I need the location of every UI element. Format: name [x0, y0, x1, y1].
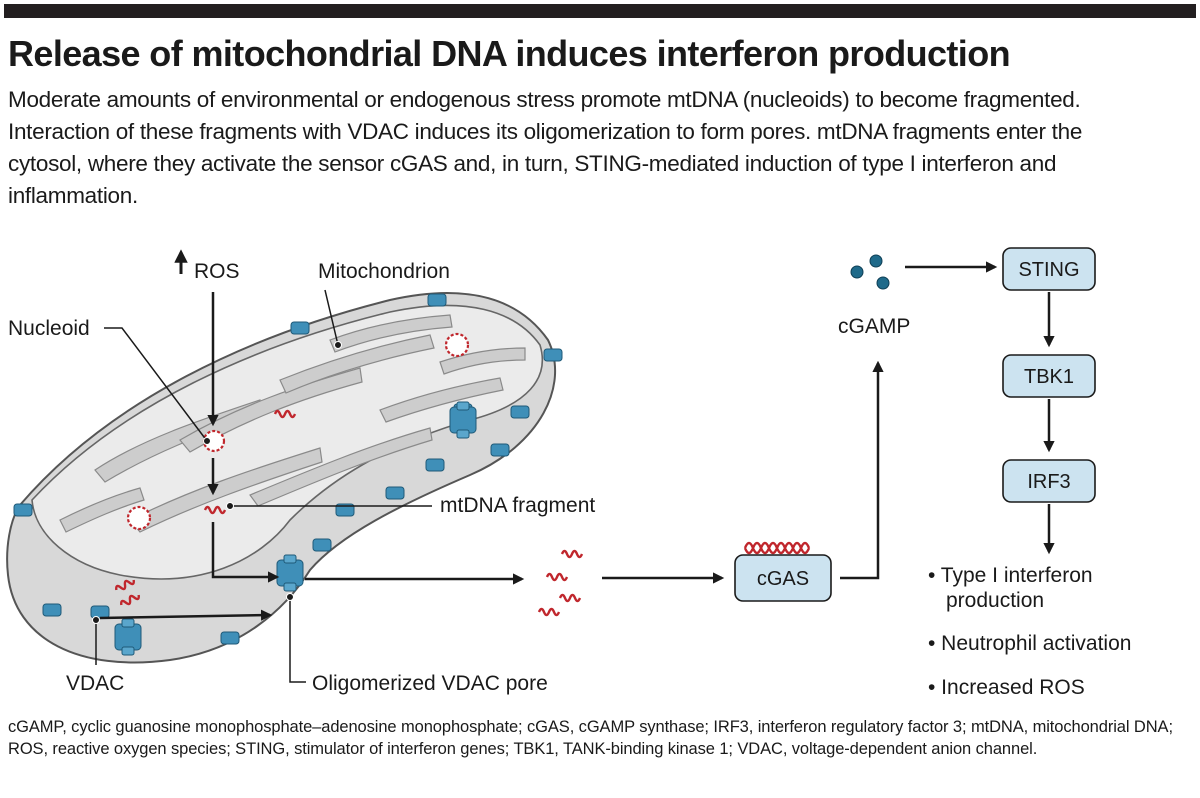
cgas-to-cgamp-arrow [840, 360, 884, 580]
figure-subtitle: Moderate amounts of environmental or end… [8, 87, 1083, 208]
vdac-label: VDAC [66, 672, 124, 695]
mitochondrion-leader [324, 289, 339, 346]
cgamp-label: cGAMP [838, 315, 910, 338]
pathway-label-sting: STING [1018, 259, 1079, 281]
fragment-to-pore-arrow [211, 522, 280, 583]
cgas-bound-dna [743, 541, 811, 555]
pathway-label-irf3: IRF3 [1027, 471, 1070, 493]
pathway-label-tbk1: TBK1 [1024, 366, 1074, 388]
nucleoid-markers [126, 332, 470, 531]
cgamp-molecules [850, 254, 890, 290]
vdac-to-pore-arrow [99, 609, 273, 621]
mtdna-fragment-label: mtDNA fragment [440, 494, 595, 517]
top-rule [4, 4, 1196, 18]
cgas-node: cGAS [734, 541, 832, 602]
figure-title: Release of mitochondrial DNA induces int… [8, 33, 1011, 74]
outcome-increased-ros: • Increased ROS [928, 676, 1085, 699]
nucleoid-leader [104, 327, 208, 442]
pathway-box-irf3: IRF3 [1002, 459, 1096, 503]
pathway-box-tbk1: TBK1 [1002, 354, 1096, 398]
ros-label: ROS [194, 260, 240, 283]
nucleoid-label: Nucleoid [8, 317, 90, 340]
mitochondrion [6, 292, 563, 664]
cristae [59, 314, 526, 533]
outcome-type-i-interferon-cont: production [946, 589, 1044, 612]
outcome-neutrophil-activation: • Neutrophil activation [928, 632, 1131, 655]
cgas-label: cGAS [757, 568, 809, 590]
outcome-type-i-interferon: • Type I interferon [928, 564, 1093, 587]
pathway-box-sting: STING [1002, 247, 1096, 291]
abbreviations-footer: cGAMP, cyclic guanosine monophosphate–ad… [8, 718, 1173, 758]
pore-leader [289, 597, 306, 683]
cytosolic-mtdna-fragments [537, 549, 584, 617]
mitochondrion-label: Mitochondrion [318, 260, 450, 283]
oligomerized-vdac-pore-label: Oligomerized VDAC pore [312, 672, 548, 695]
